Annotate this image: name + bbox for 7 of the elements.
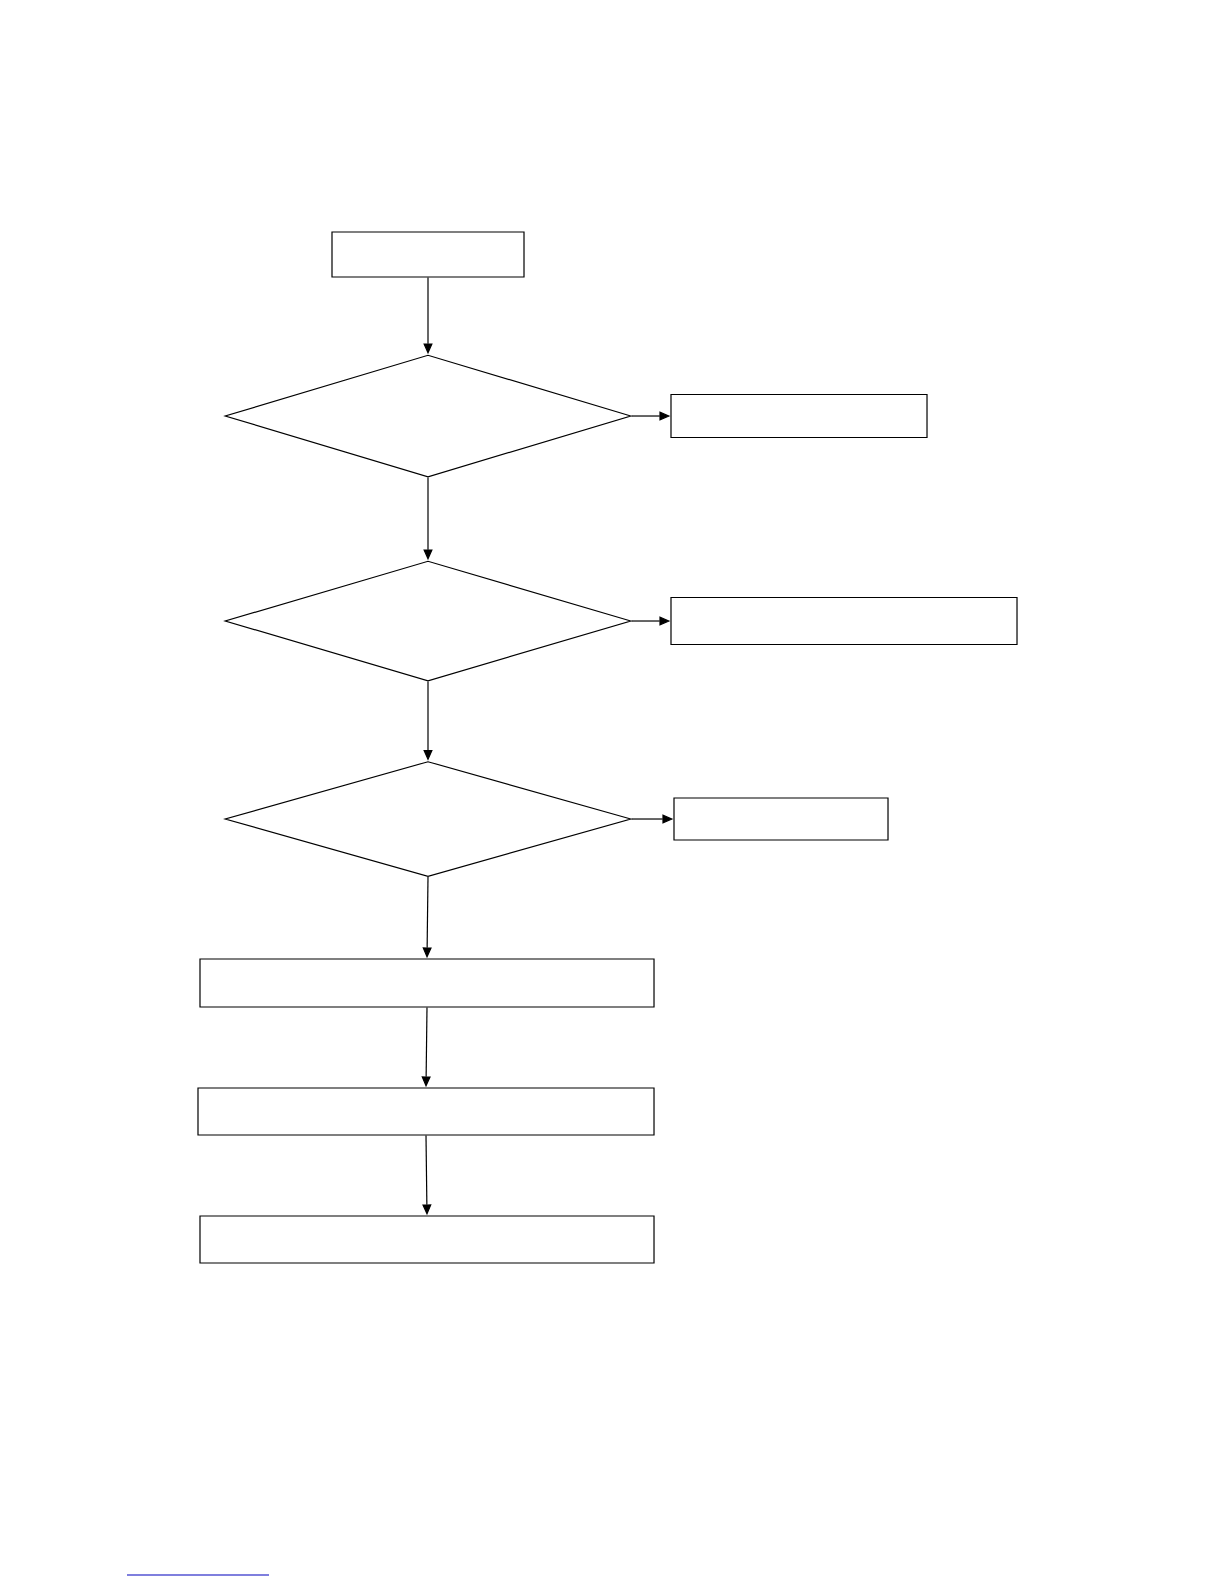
process-box [199, 1215, 655, 1264]
process-box [331, 231, 525, 278]
process-box [670, 596, 1018, 646]
process-box [199, 958, 655, 1008]
process-box [197, 1087, 655, 1136]
process-box [670, 393, 928, 439]
process-box [673, 797, 889, 841]
